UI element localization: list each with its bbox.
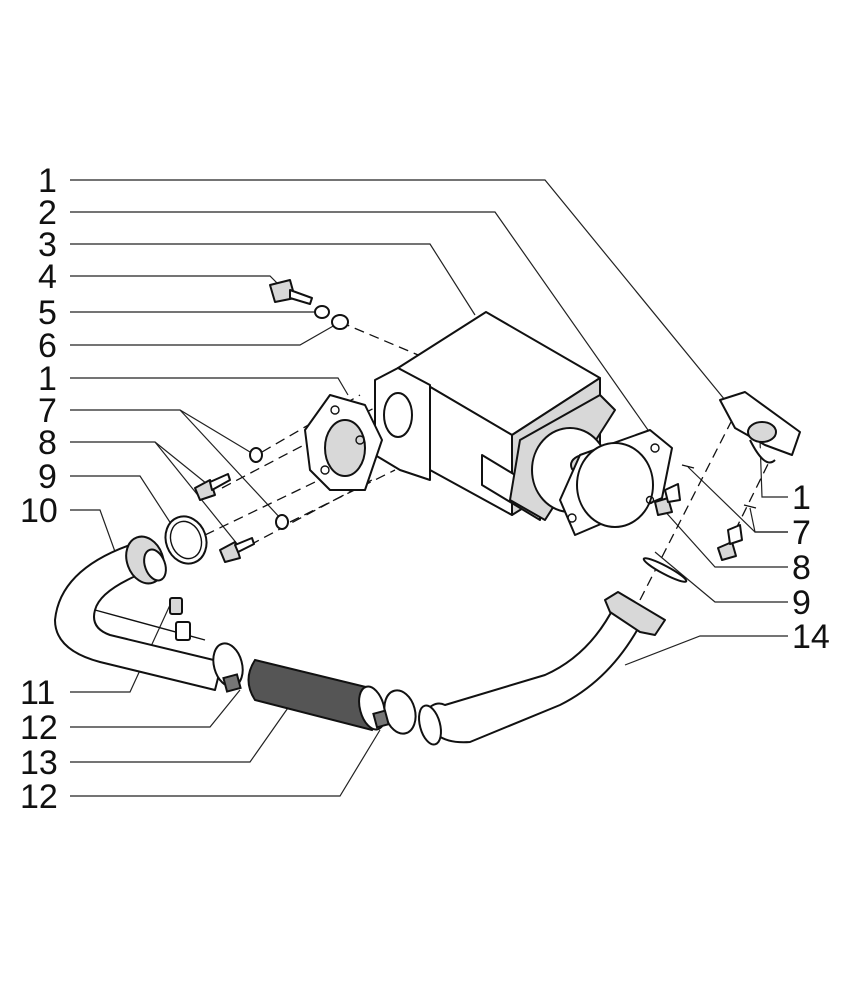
washer-7b [275, 514, 289, 530]
callout-right-9: 9 [792, 584, 811, 622]
callout-right-1: 1 [792, 479, 811, 517]
callout-left-1b: 1 [38, 360, 57, 398]
washer-7c [681, 464, 695, 469]
callout-left-4: 4 [38, 258, 57, 296]
left-callouts: 1 2 3 4 5 6 1 7 8 9 10 11 12 13 12 [20, 162, 58, 816]
washer-5 [314, 305, 330, 319]
housing-block [374, 311, 616, 521]
right-callouts: 1 7 8 9 14 [792, 479, 830, 656]
flexible-hose [247, 658, 379, 732]
callout-left-12b: 12 [20, 778, 58, 816]
leader-lines [70, 179, 788, 797]
callout-left-11: 11 [20, 674, 55, 712]
seal-ring-left [164, 515, 208, 565]
callout-left-1: 1 [38, 162, 57, 200]
left-flange [304, 394, 383, 491]
washer-7d [743, 504, 757, 509]
fasteners [194, 279, 757, 563]
callout-right-8: 8 [792, 549, 811, 587]
callout-left-13: 13 [20, 744, 58, 782]
seal-ring-right [642, 557, 688, 583]
right-elbow-flange [719, 391, 801, 464]
callout-left-8: 8 [38, 424, 57, 462]
seal-rings [164, 515, 688, 583]
callout-left-7: 7 [38, 392, 57, 430]
hose-and-clamps [212, 642, 417, 735]
callout-left-9: 9 [38, 458, 57, 496]
callout-right-7: 7 [792, 514, 811, 552]
sensor-fitting [169, 597, 191, 641]
callout-left-3: 3 [38, 226, 57, 264]
left-pipe [54, 535, 223, 691]
callout-left-10: 10 [20, 492, 58, 530]
callout-left-6: 6 [38, 327, 57, 365]
right-pipe [418, 591, 666, 746]
callout-left-2: 2 [38, 194, 57, 232]
gasket-plate [559, 429, 673, 536]
callout-left-12: 12 [20, 709, 58, 747]
callout-left-5: 5 [38, 294, 57, 332]
washer-6 [331, 314, 349, 330]
bolt-8d [717, 541, 737, 561]
washer-7a [249, 447, 263, 463]
callout-right-14: 14 [792, 618, 830, 656]
